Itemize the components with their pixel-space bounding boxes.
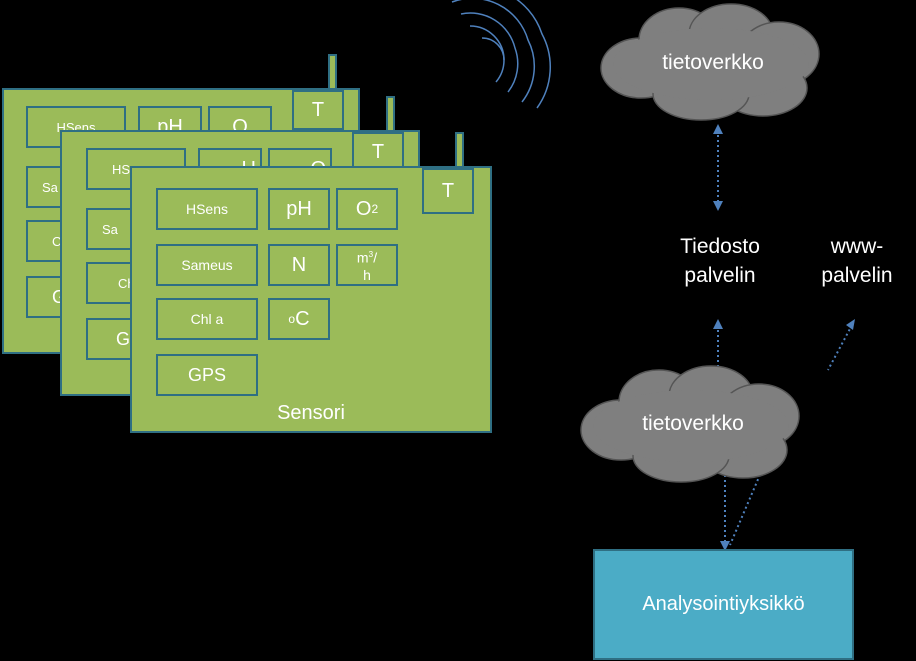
ph-box: pH xyxy=(268,188,330,230)
wireless-signal-icon xyxy=(451,0,551,109)
analysis-unit-box: Analysointiyksikkö xyxy=(593,549,854,660)
hsens-box: HSens xyxy=(156,188,258,230)
arrowheads xyxy=(713,124,855,551)
o2-label: O xyxy=(355,198,372,220)
celsius-label: C xyxy=(295,308,310,330)
analysis-unit-label: Analysointiyksikkö xyxy=(642,593,805,615)
connector-arrows xyxy=(717,130,853,546)
web-server-line1: www- xyxy=(830,235,884,258)
cloud-top xyxy=(600,3,820,121)
antenna-back-1 xyxy=(328,54,337,90)
file-server-label: Tiedosto palvelin xyxy=(640,232,800,290)
t-box: T xyxy=(292,90,344,130)
web-server-label: www- palvelin xyxy=(800,232,914,290)
o2-subscript: 2 xyxy=(371,202,379,216)
chla-box: Chl a xyxy=(156,298,258,340)
web-server-line2: palvelin xyxy=(821,264,893,287)
flow-unit-top: m3/ xyxy=(356,249,378,266)
gps-box: GPS xyxy=(156,354,258,396)
file-server-line1: Tiedosto xyxy=(680,235,760,258)
sensor-title: Sensori xyxy=(277,402,345,424)
antenna-back-2 xyxy=(386,96,395,132)
file-server-line2: palvelin xyxy=(684,264,756,287)
network-top-label: tietoverkko xyxy=(662,51,764,74)
cloud-bottom xyxy=(580,365,800,483)
t-box: T xyxy=(422,168,474,214)
flow-unit-bottom: h xyxy=(363,266,371,283)
n-box: N xyxy=(268,244,330,286)
flow-box: m3/ h xyxy=(336,244,398,286)
antenna-front xyxy=(455,132,464,168)
network-bottom-label: tietoverkko xyxy=(642,412,744,435)
degree-symbol: o xyxy=(288,312,296,326)
sameus-box: Sameus xyxy=(156,244,258,286)
